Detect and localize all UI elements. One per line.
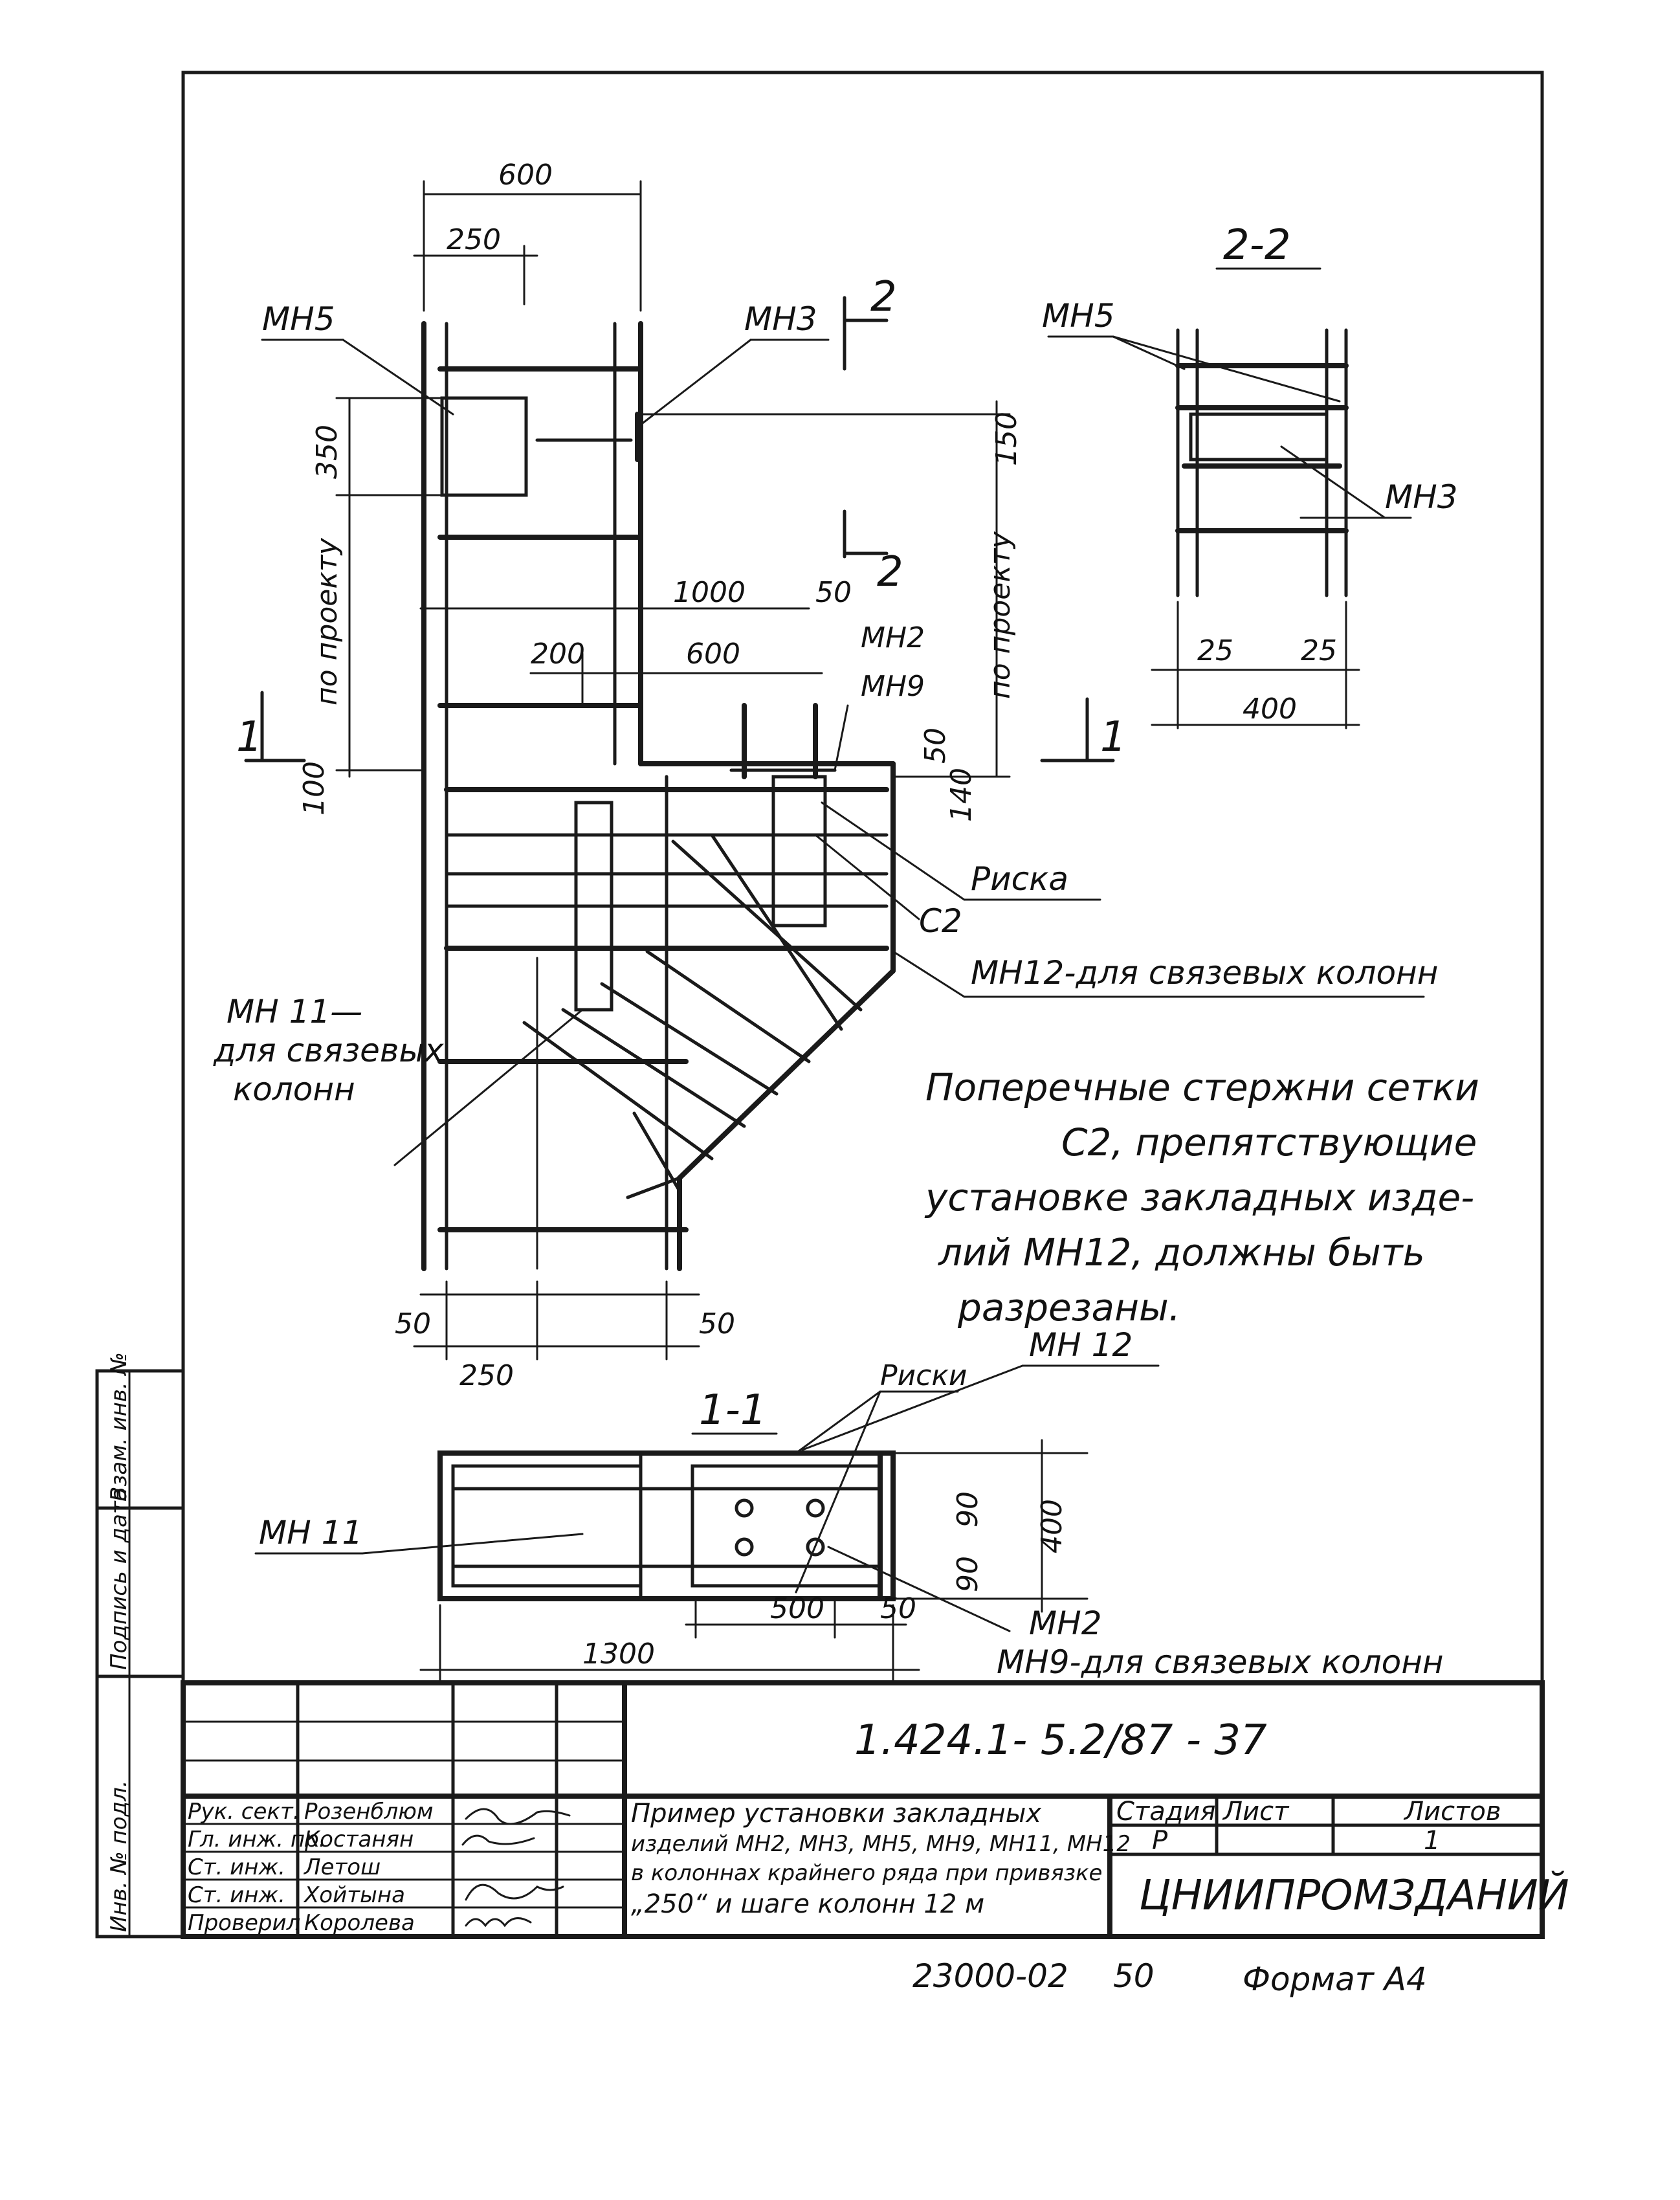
footer-format: Формат А4	[1243, 1961, 1427, 1998]
signature-1	[465, 1808, 571, 1825]
section11-dim-400: 400	[1035, 1499, 1068, 1553]
tb-sheet-header: Лист	[1222, 1797, 1290, 1827]
tb-name-2: Костанян	[304, 1827, 414, 1852]
label-mh9: МН9	[861, 670, 925, 703]
section11-label-mh2: МН2	[1029, 1605, 1102, 1642]
main-elevation: 600 250 350 по проекту 100 150 по проект…	[213, 159, 1438, 1392]
section11-dim-1300: 1300	[582, 1638, 655, 1671]
section11-label-mh9: МН9-для связевых колонн	[997, 1643, 1444, 1681]
tb-role-4: Ст. инж.	[188, 1882, 285, 1908]
dim-1000: 1000	[673, 576, 746, 609]
tb-role-5: Проверил	[188, 1910, 300, 1936]
dim-140: 140	[945, 768, 978, 822]
signature-5	[465, 1917, 532, 1928]
note-text: Поперечные стержни сетки С2, препятствую…	[924, 1065, 1479, 1329]
title-block: 1.424.1- 5.2/87 - 37 Рук. сект. Розенблю…	[181, 1680, 1569, 1939]
tb-role-2: Гл. инж. пр.	[188, 1827, 326, 1852]
mh11-plate	[574, 801, 613, 1012]
dim-50-bottom-right: 50	[699, 1307, 735, 1340]
section22-dim-25a: 25	[1197, 634, 1233, 667]
tb-title-3: в колоннах крайнего ряда при привязке	[631, 1860, 1102, 1886]
stamp-sign-date: Подпись и дата	[106, 1487, 132, 1670]
note-line-1: Поперечные стержни сетки	[925, 1065, 1479, 1109]
section11-label-mh12: МН 12	[1029, 1326, 1133, 1364]
section11-dim-500: 500	[770, 1592, 824, 1625]
dim-600: 600	[498, 159, 553, 192]
section22-dim-25b: 25	[1301, 634, 1337, 667]
mh5-plate	[440, 396, 528, 497]
tb-stage-header: Стадия	[1116, 1797, 1215, 1827]
section11-title: 1-1	[699, 1386, 767, 1434]
tb-sheets-header: Листов	[1403, 1797, 1501, 1827]
section11-dim-90a: 90	[951, 1491, 984, 1528]
footer-num: 50	[1113, 1957, 1155, 1995]
section11-label-riski: Риски	[880, 1359, 967, 1392]
section11-dim-50: 50	[880, 1592, 916, 1625]
tb-title-2: изделий МН2, МН3, МН5, МН9, МН11, МН12	[631, 1831, 1131, 1857]
note-line-2: С2, препятствующие	[1061, 1120, 1477, 1164]
section22-label-mh5: МН5	[1042, 297, 1115, 335]
label-mh3: МН3	[744, 300, 817, 338]
section-2-2: 2-2 МН5 МН3 25 25 400	[1042, 221, 1458, 729]
dim-200: 200	[531, 638, 585, 671]
mh12-plate	[771, 775, 827, 928]
dim-50-bottom-left: 50	[395, 1307, 431, 1340]
label-mh11-note-3: колонн	[233, 1071, 355, 1108]
label-mh2: МН2	[861, 621, 925, 654]
dim-by-project-left: по проекту	[311, 537, 344, 706]
label-mh12-note: МН12-для связевых колонн	[971, 954, 1438, 992]
label-mh5: МН5	[262, 300, 335, 338]
section22-dim-400: 400	[1243, 693, 1297, 726]
section11-label-mh11: МН 11	[259, 1514, 362, 1551]
side-stamp: Взам. инв. № Подпись и дата Инв. № подл.	[95, 1352, 185, 1939]
label-mh11-note-2: для связевых	[213, 1032, 444, 1069]
note-line-5: разрезаны.	[957, 1285, 1180, 1329]
section-1-1: 1-1 90 90 400 Риски МН 12 МН 11 1300	[254, 1326, 1444, 1684]
dim-350: 350	[311, 425, 344, 479]
dim-50-right: 50	[919, 728, 952, 764]
dim-150: 150	[990, 412, 1023, 466]
tb-title-4: „250“ и шаге колонн 12 м	[631, 1889, 984, 1919]
footer-doc: 23000-02	[912, 1957, 1068, 1995]
dim-250-bottom: 250	[459, 1359, 514, 1392]
stamp-inv-vzam: Взам. инв. №	[106, 1352, 132, 1502]
tb-name-1: Розенблюм	[304, 1799, 434, 1825]
section-mark-1-left: 1	[236, 713, 263, 761]
label-c2: С2	[919, 902, 962, 940]
label-mh11-note-1: МН 11—	[227, 993, 362, 1030]
tb-role-1: Рук. сект.	[188, 1799, 300, 1825]
signature-2	[461, 1834, 535, 1846]
note-line-3: установке закладных изде-	[924, 1175, 1474, 1219]
section22-title: 2-2	[1223, 221, 1291, 269]
label-riska: Риска	[971, 860, 1068, 898]
section-mark-2-bottom: 2	[877, 548, 903, 596]
dim-100-left: 100	[298, 761, 331, 816]
section11-dim-90b: 90	[951, 1556, 984, 1592]
tb-code: 1.424.1- 5.2/87 - 37	[854, 1717, 1267, 1764]
dim-by-project-right: по проекту	[984, 531, 1017, 699]
tb-name-3: Летош	[303, 1854, 381, 1880]
dim-50-top: 50	[815, 576, 852, 609]
footer: 23000-02 50 Формат А4	[912, 1957, 1427, 1998]
tb-sheets: 1	[1424, 1826, 1440, 1856]
section-mark-2-top: 2	[870, 273, 897, 321]
note-line-4: лий МН12, должны быть	[938, 1230, 1425, 1274]
tb-org: ЦНИИПРОМЗДАНИЙ	[1139, 1871, 1569, 1920]
stamp-inv-podl: Инв. № подл.	[106, 1780, 132, 1932]
section-mark-1-right: 1	[1100, 713, 1127, 761]
tb-stage: Р	[1152, 1826, 1168, 1856]
tb-title-1: Пример установки закладных	[631, 1799, 1041, 1828]
tb-role-3: Ст. инж.	[188, 1854, 285, 1880]
tb-name-4: Хойтына	[303, 1882, 405, 1908]
section22-label-mh3: МН3	[1385, 478, 1458, 516]
tb-name-5: Королева	[304, 1910, 415, 1936]
dim-250: 250	[447, 223, 501, 256]
signature-4	[465, 1883, 564, 1901]
dim-600b: 600	[686, 638, 740, 671]
